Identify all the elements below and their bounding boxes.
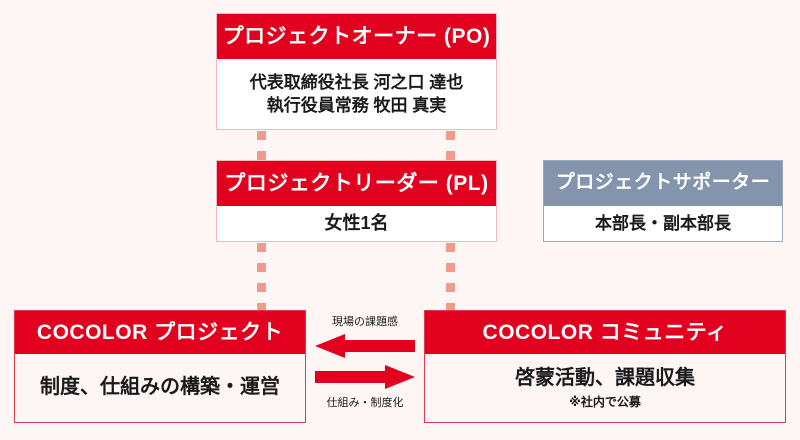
bidirectional-arrow-group: 現場の課題感 仕組み・制度化 bbox=[306, 310, 424, 423]
connector-dot bbox=[446, 131, 455, 140]
arrow-label-leftward: 現場の課題感 bbox=[332, 316, 398, 328]
cocolor-community-detail: 啓蒙活動、課題収集 bbox=[515, 367, 695, 390]
connector-dot bbox=[446, 243, 455, 252]
connector-dot bbox=[257, 151, 266, 160]
arrow-right-icon bbox=[315, 365, 415, 389]
node-cocolor-community-body: 啓蒙活動、課題収集 ※社内で公募 bbox=[425, 354, 785, 422]
node-project-supporter: プロジェクトサポーター 本部長・副本部長 bbox=[543, 160, 783, 242]
dotted-line-icon-po-pl-left bbox=[257, 131, 266, 171]
dotted-line-icon-pl-project bbox=[257, 243, 266, 323]
connector-dot bbox=[257, 263, 266, 272]
cocolor-project-detail: 制度、仕組みの構築・運営 bbox=[40, 376, 280, 399]
node-cocolor-project-header: COCOLOR プロジェクト bbox=[15, 311, 305, 354]
connector-dot bbox=[446, 303, 455, 312]
node-project-leader-body: 女性1名 bbox=[217, 206, 496, 241]
project-owner-person-2: 執行役員常務 牧田 真実 bbox=[266, 95, 447, 115]
node-project-supporter-header: プロジェクトサポーター bbox=[544, 161, 782, 206]
connector-dot bbox=[257, 283, 266, 292]
dotted-line-icon-po-pl-right bbox=[446, 131, 455, 171]
node-cocolor-community: COCOLOR コミュニティ 啓蒙活動、課題収集 ※社内で公募 bbox=[424, 310, 786, 423]
node-project-leader: プロジェクトリーダー (PL) 女性1名 bbox=[216, 160, 497, 242]
node-cocolor-project-body: 制度、仕組みの構築・運営 bbox=[15, 354, 305, 422]
connector-dot bbox=[446, 151, 455, 160]
connector-dot bbox=[257, 303, 266, 312]
node-project-owner: プロジェクトオーナー (PO) 代表取締役社長 河之口 達也 執行役員常務 牧田… bbox=[216, 13, 497, 130]
project-supporter-detail: 本部長・副本部長 bbox=[595, 213, 731, 233]
node-project-owner-header: プロジェクトオーナー (PO) bbox=[217, 14, 496, 59]
project-leader-detail: 女性1名 bbox=[324, 212, 389, 233]
connector-dot bbox=[446, 263, 455, 272]
connector-dot bbox=[257, 131, 266, 140]
node-project-leader-header: プロジェクトリーダー (PL) bbox=[217, 161, 496, 206]
arrow-left-icon bbox=[315, 334, 415, 358]
project-owner-person-1: 代表取締役社長 河之口 達也 bbox=[249, 72, 464, 92]
node-cocolor-community-header: COCOLOR コミュニティ bbox=[425, 311, 785, 354]
arrow-label-rightward: 仕組み・制度化 bbox=[326, 397, 404, 409]
connector-dot bbox=[446, 283, 455, 292]
node-project-supporter-body: 本部長・副本部長 bbox=[544, 206, 782, 241]
node-project-owner-body: 代表取締役社長 河之口 達也 執行役員常務 牧田 真実 bbox=[217, 59, 496, 129]
cocolor-community-note: ※社内で公募 bbox=[569, 394, 641, 409]
connector-dot bbox=[257, 243, 266, 252]
node-cocolor-project: COCOLOR プロジェクト 制度、仕組みの構築・運営 bbox=[14, 310, 306, 423]
dotted-line-icon-pl-community bbox=[446, 243, 455, 323]
